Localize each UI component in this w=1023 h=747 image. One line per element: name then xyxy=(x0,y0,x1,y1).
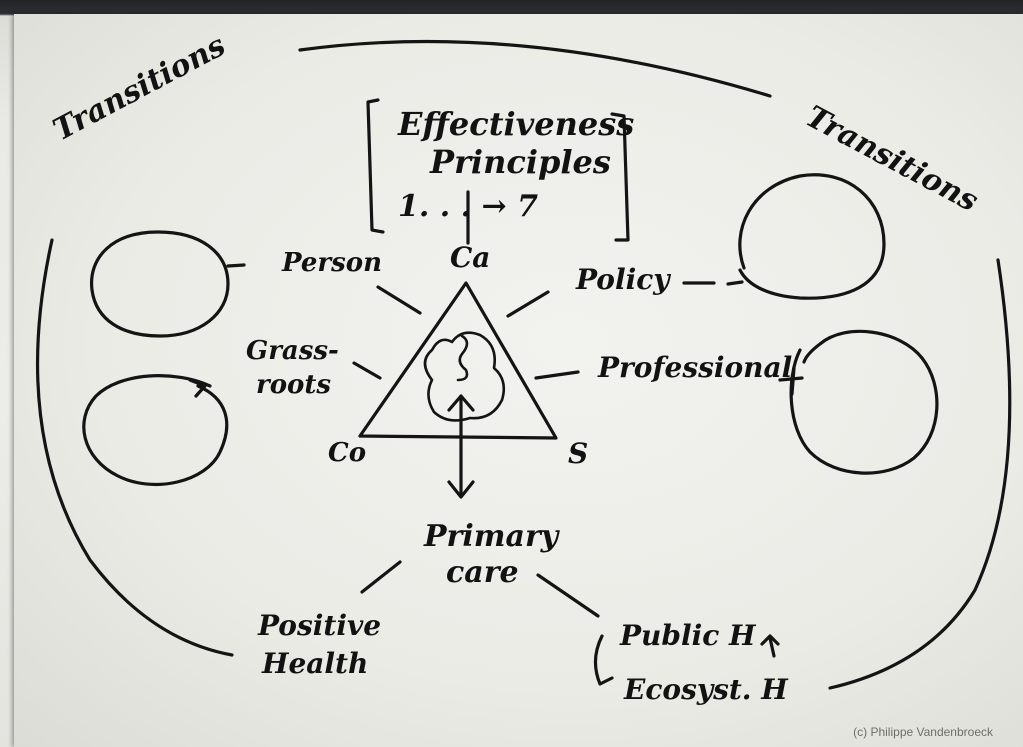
left-circle-bottom-arrow xyxy=(188,378,207,398)
triangle xyxy=(358,281,558,440)
positive-health-label-line2: Health xyxy=(262,647,369,680)
left-arc xyxy=(36,238,234,657)
right-circle-top-tick xyxy=(726,280,744,286)
grassroots-label-line2: roots xyxy=(256,370,332,400)
professional-label: Professional xyxy=(598,351,793,384)
arrow-head-up xyxy=(447,394,475,412)
right-arc xyxy=(828,258,1012,690)
primary-to-public xyxy=(536,573,600,618)
policy-label: Policy xyxy=(576,263,670,296)
professional-tick xyxy=(778,366,804,396)
public-health-label: Public H xyxy=(620,619,756,652)
bracket-right xyxy=(610,112,630,242)
right-circle-top xyxy=(738,173,886,300)
principles-label: Principles xyxy=(430,143,611,181)
paper-sheet xyxy=(14,14,1023,747)
policy-connector xyxy=(506,290,550,318)
public-eco-bracket xyxy=(593,634,614,686)
grassroots-label-line1: Grass- xyxy=(246,336,339,366)
blob-shape xyxy=(423,331,506,422)
ecosystem-health-label: Ecosyst. H xyxy=(624,673,788,706)
vertex-co-label: Co xyxy=(328,438,367,468)
left-circle-top xyxy=(90,230,230,338)
arrow-head-down xyxy=(447,480,475,499)
grassroots-connector xyxy=(352,361,382,380)
primary-to-positive xyxy=(360,560,402,594)
top-arc xyxy=(298,39,772,98)
left-circle-top-tick xyxy=(226,263,246,268)
vertex-ca-label: Ca xyxy=(450,241,491,274)
primary-care-label-line1: Primary xyxy=(424,519,559,554)
photo-credit: (c) Philippe Vandenbroeck xyxy=(853,725,993,739)
effectiveness-label: Effectiveness xyxy=(398,105,635,143)
positive-health-label-line1: Positive xyxy=(258,609,382,642)
primary-care-label-line2: care xyxy=(446,555,519,590)
person-connector xyxy=(376,285,422,315)
public-up-arrow xyxy=(760,634,780,658)
vertex-s-label: S xyxy=(568,437,589,470)
blob-inner-hook xyxy=(456,334,469,382)
professional-connector xyxy=(534,370,580,380)
person-label: Person xyxy=(282,248,382,278)
principles-range-label: 1. . . → 7 xyxy=(398,189,538,224)
bracket-left xyxy=(366,98,385,234)
right-circle-bottom xyxy=(789,329,939,475)
left-circle-bottom xyxy=(82,374,229,487)
